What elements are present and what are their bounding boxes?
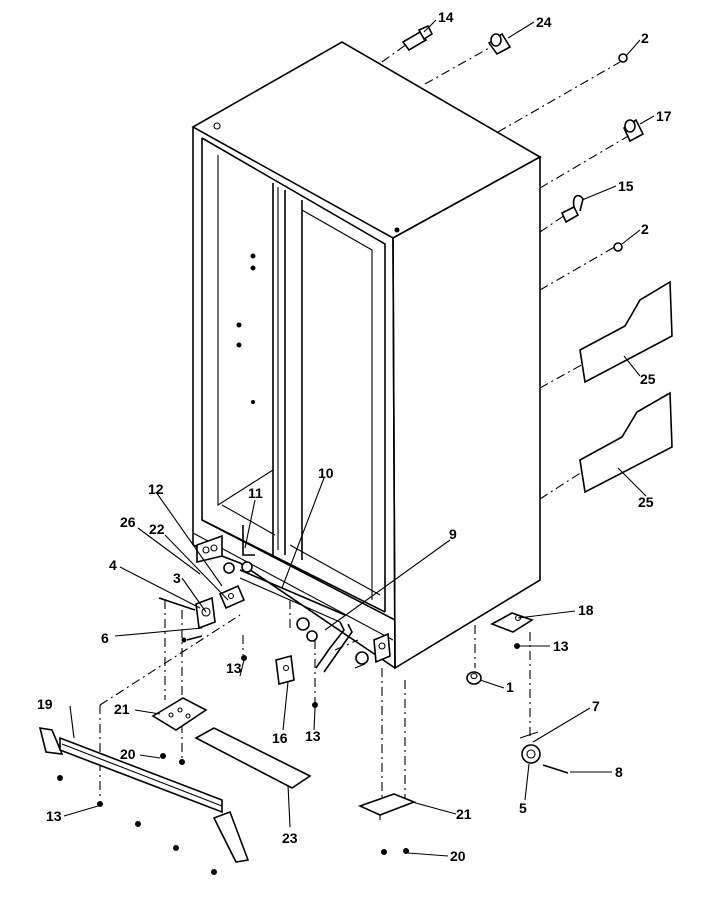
callout-15: 15 (618, 178, 634, 194)
callout-16: 16 (272, 730, 288, 746)
callout-19: 19 (37, 696, 53, 712)
callout-9: 9 (449, 526, 457, 542)
cabinet-side (392, 155, 541, 670)
part-9-tube (306, 621, 353, 673)
part-10-rail (239, 569, 346, 623)
part-23-plate (194, 727, 312, 789)
part-2-grommet (613, 53, 628, 252)
callout-2-upper: 2 (641, 30, 649, 46)
callout-23: 23 (282, 830, 298, 846)
refrigerator-cabinet (191, 41, 542, 670)
part-21-bracket-right (357, 793, 417, 820)
callout-5: 5 (519, 800, 527, 816)
callout-4: 4 (109, 557, 117, 573)
part-leveler (296, 617, 391, 669)
part-15-clip (560, 194, 584, 224)
part-24-bushing (487, 32, 512, 56)
callout-21-left: 21 (114, 701, 130, 717)
callout-20-left: 20 (120, 746, 136, 762)
callout-13-center: 13 (305, 728, 321, 744)
callout-18: 18 (578, 602, 594, 618)
part-11-bracket (242, 525, 255, 556)
callout-25-upper: 25 (640, 371, 656, 387)
callout-1: 1 (506, 679, 514, 695)
callout-21-right: 21 (456, 806, 472, 822)
callout-10: 10 (318, 465, 334, 481)
callout-8: 8 (615, 764, 623, 780)
part-19-toe-grille (38, 727, 250, 863)
callout-13-left: 13 (46, 808, 62, 824)
part-21-bracket-left (151, 697, 208, 731)
screws (57, 597, 520, 875)
hinge-assembly-left (195, 534, 253, 630)
callout-20-right: 20 (450, 848, 466, 864)
callout-22: 22 (149, 521, 165, 537)
callout-leaders (63, 19, 655, 857)
callout-24: 24 (536, 14, 552, 30)
part-number-labels: 14 24 2 17 15 2 25 25 12 11 10 26 22 4 3… (37, 9, 672, 864)
assembly-lines (99, 35, 631, 800)
part-17-bushing (622, 118, 645, 143)
callout-13-right: 13 (553, 638, 569, 654)
callout-12: 12 (148, 481, 164, 497)
callout-11: 11 (248, 485, 263, 501)
callout-7: 7 (592, 698, 600, 714)
part-14-fitting (401, 24, 434, 52)
part-18-bracket (490, 612, 534, 633)
part-5-wheel (519, 731, 569, 774)
part-25-panel-upper (579, 280, 673, 384)
callout-14: 14 (438, 9, 454, 25)
callout-17: 17 (656, 108, 672, 124)
part-25-panel-lower (579, 391, 673, 494)
callout-25-lower: 25 (638, 494, 654, 510)
part-16-clip (275, 654, 295, 686)
callout-2-lower: 2 (641, 221, 649, 237)
callout-3: 3 (173, 570, 181, 586)
callout-13-hinge: 13 (226, 660, 242, 676)
part-1-roller (466, 671, 482, 685)
callout-6: 6 (101, 630, 109, 646)
callout-26: 26 (120, 514, 136, 530)
